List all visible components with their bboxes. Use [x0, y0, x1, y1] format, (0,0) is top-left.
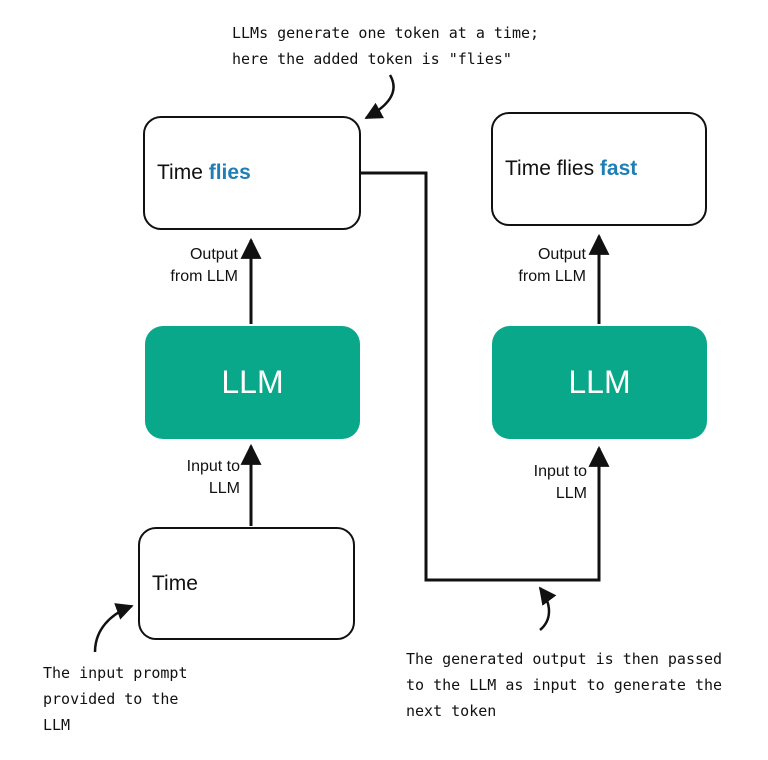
note-bottom-left-line3: LLM: [43, 716, 71, 734]
note-bottom-left-line2: provided to the: [43, 690, 179, 708]
output-text-prefix-right: Time flies: [505, 157, 595, 180]
llm-block-right: LLM: [492, 326, 707, 439]
input-box: Time: [138, 527, 355, 640]
note-bottom-right: The generated output is then passed to t…: [406, 646, 722, 724]
pointer-arrow-bottom-left: [93, 603, 134, 653]
output-label-left-line2: from LLM: [170, 268, 238, 285]
output-box-right: Time flies fast: [491, 112, 707, 226]
note-top: LLMs generate one token at a time; here …: [232, 20, 539, 72]
output-label-left-line1: Output: [189, 246, 238, 263]
input-label-left-line1: Input to: [186, 458, 240, 475]
output-box-left: Time flies: [143, 116, 361, 230]
llm-block-left: LLM: [145, 326, 360, 439]
feedback-path: [361, 171, 610, 582]
note-bottom-right-line3: next token: [406, 702, 497, 720]
input-label-right-line1: Input to: [533, 463, 587, 480]
note-top-line1: LLMs generate one token at a time;: [232, 24, 540, 42]
output-label-left: Output from LLM: [140, 244, 238, 288]
pointer-arrow-bottom-right: [538, 586, 557, 631]
output-label-right-line2: from LLM: [518, 268, 586, 285]
output-label-right: Output from LLM: [488, 244, 586, 288]
note-bottom-left-line1: The input prompt: [43, 664, 188, 682]
input-label-left: Input to LLM: [140, 456, 240, 500]
added-token-right: fast: [599, 157, 638, 180]
output-text-prefix-left: Time: [157, 161, 203, 184]
pointer-arrow-top: [364, 74, 395, 120]
input-text: Time: [152, 571, 198, 595]
output-label-right-line1: Output: [537, 246, 586, 263]
llm-label-right: LLM: [568, 364, 631, 400]
added-token-left: flies: [208, 161, 251, 184]
note-bottom-left: The input prompt provided to the LLM: [43, 660, 188, 738]
note-bottom-right-line2: to the LLM as input to generate the: [406, 676, 723, 694]
llm-label-left: LLM: [221, 364, 284, 400]
note-bottom-right-line1: The generated output is then passed: [406, 650, 723, 668]
note-top-line2: here the added token is "flies": [232, 50, 512, 68]
input-label-left-line2: LLM: [208, 480, 240, 497]
input-label-right: Input to LLM: [486, 461, 587, 505]
input-label-right-line2: LLM: [555, 485, 587, 502]
